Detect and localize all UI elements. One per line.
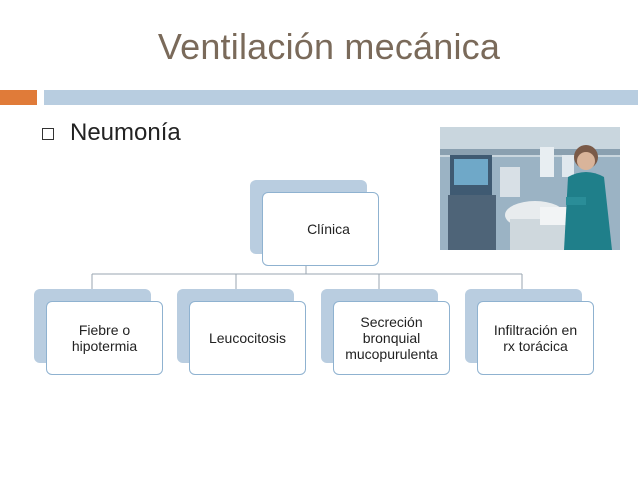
bullet-item: Neumonía [42, 118, 181, 148]
node-label: Leucocitosis [208, 330, 287, 346]
diagram-node-leucocitosis: Leucocitosis [177, 289, 306, 375]
node-front-panel: Fiebre o hipotermia [46, 301, 163, 375]
accent-bar-blue [44, 90, 638, 105]
node-label-root: Clínica [307, 221, 350, 237]
node-front-panel: Secreción bronquial mucopurulenta [333, 301, 450, 375]
slide-title: Ventilación mecánica [157, 26, 501, 67]
node-front-panel: Clínica [262, 192, 379, 266]
bullet-text: Neumonía [70, 119, 181, 146]
accent-bar-orange [0, 90, 37, 105]
diagram-node-fiebre: Fiebre o hipotermia [34, 289, 163, 375]
node-label: Secreción bronquial mucopurulenta [345, 314, 438, 362]
node-label: Fiebre o hipotermia [71, 322, 138, 354]
square-bullet-icon [42, 128, 54, 140]
node-front-panel: Leucocitosis [189, 301, 306, 375]
diagram-node-secrecion: Secreción bronquial mucopurulenta [321, 289, 450, 375]
hospital-photo [440, 127, 620, 250]
node-label: Infiltración en rx torácica [493, 322, 578, 354]
diagram-node-infiltracion: Infiltración en rx torácica [465, 289, 594, 375]
node-front-panel: Infiltración en rx torácica [477, 301, 594, 375]
diagram-node-root: Clínica [250, 180, 379, 266]
